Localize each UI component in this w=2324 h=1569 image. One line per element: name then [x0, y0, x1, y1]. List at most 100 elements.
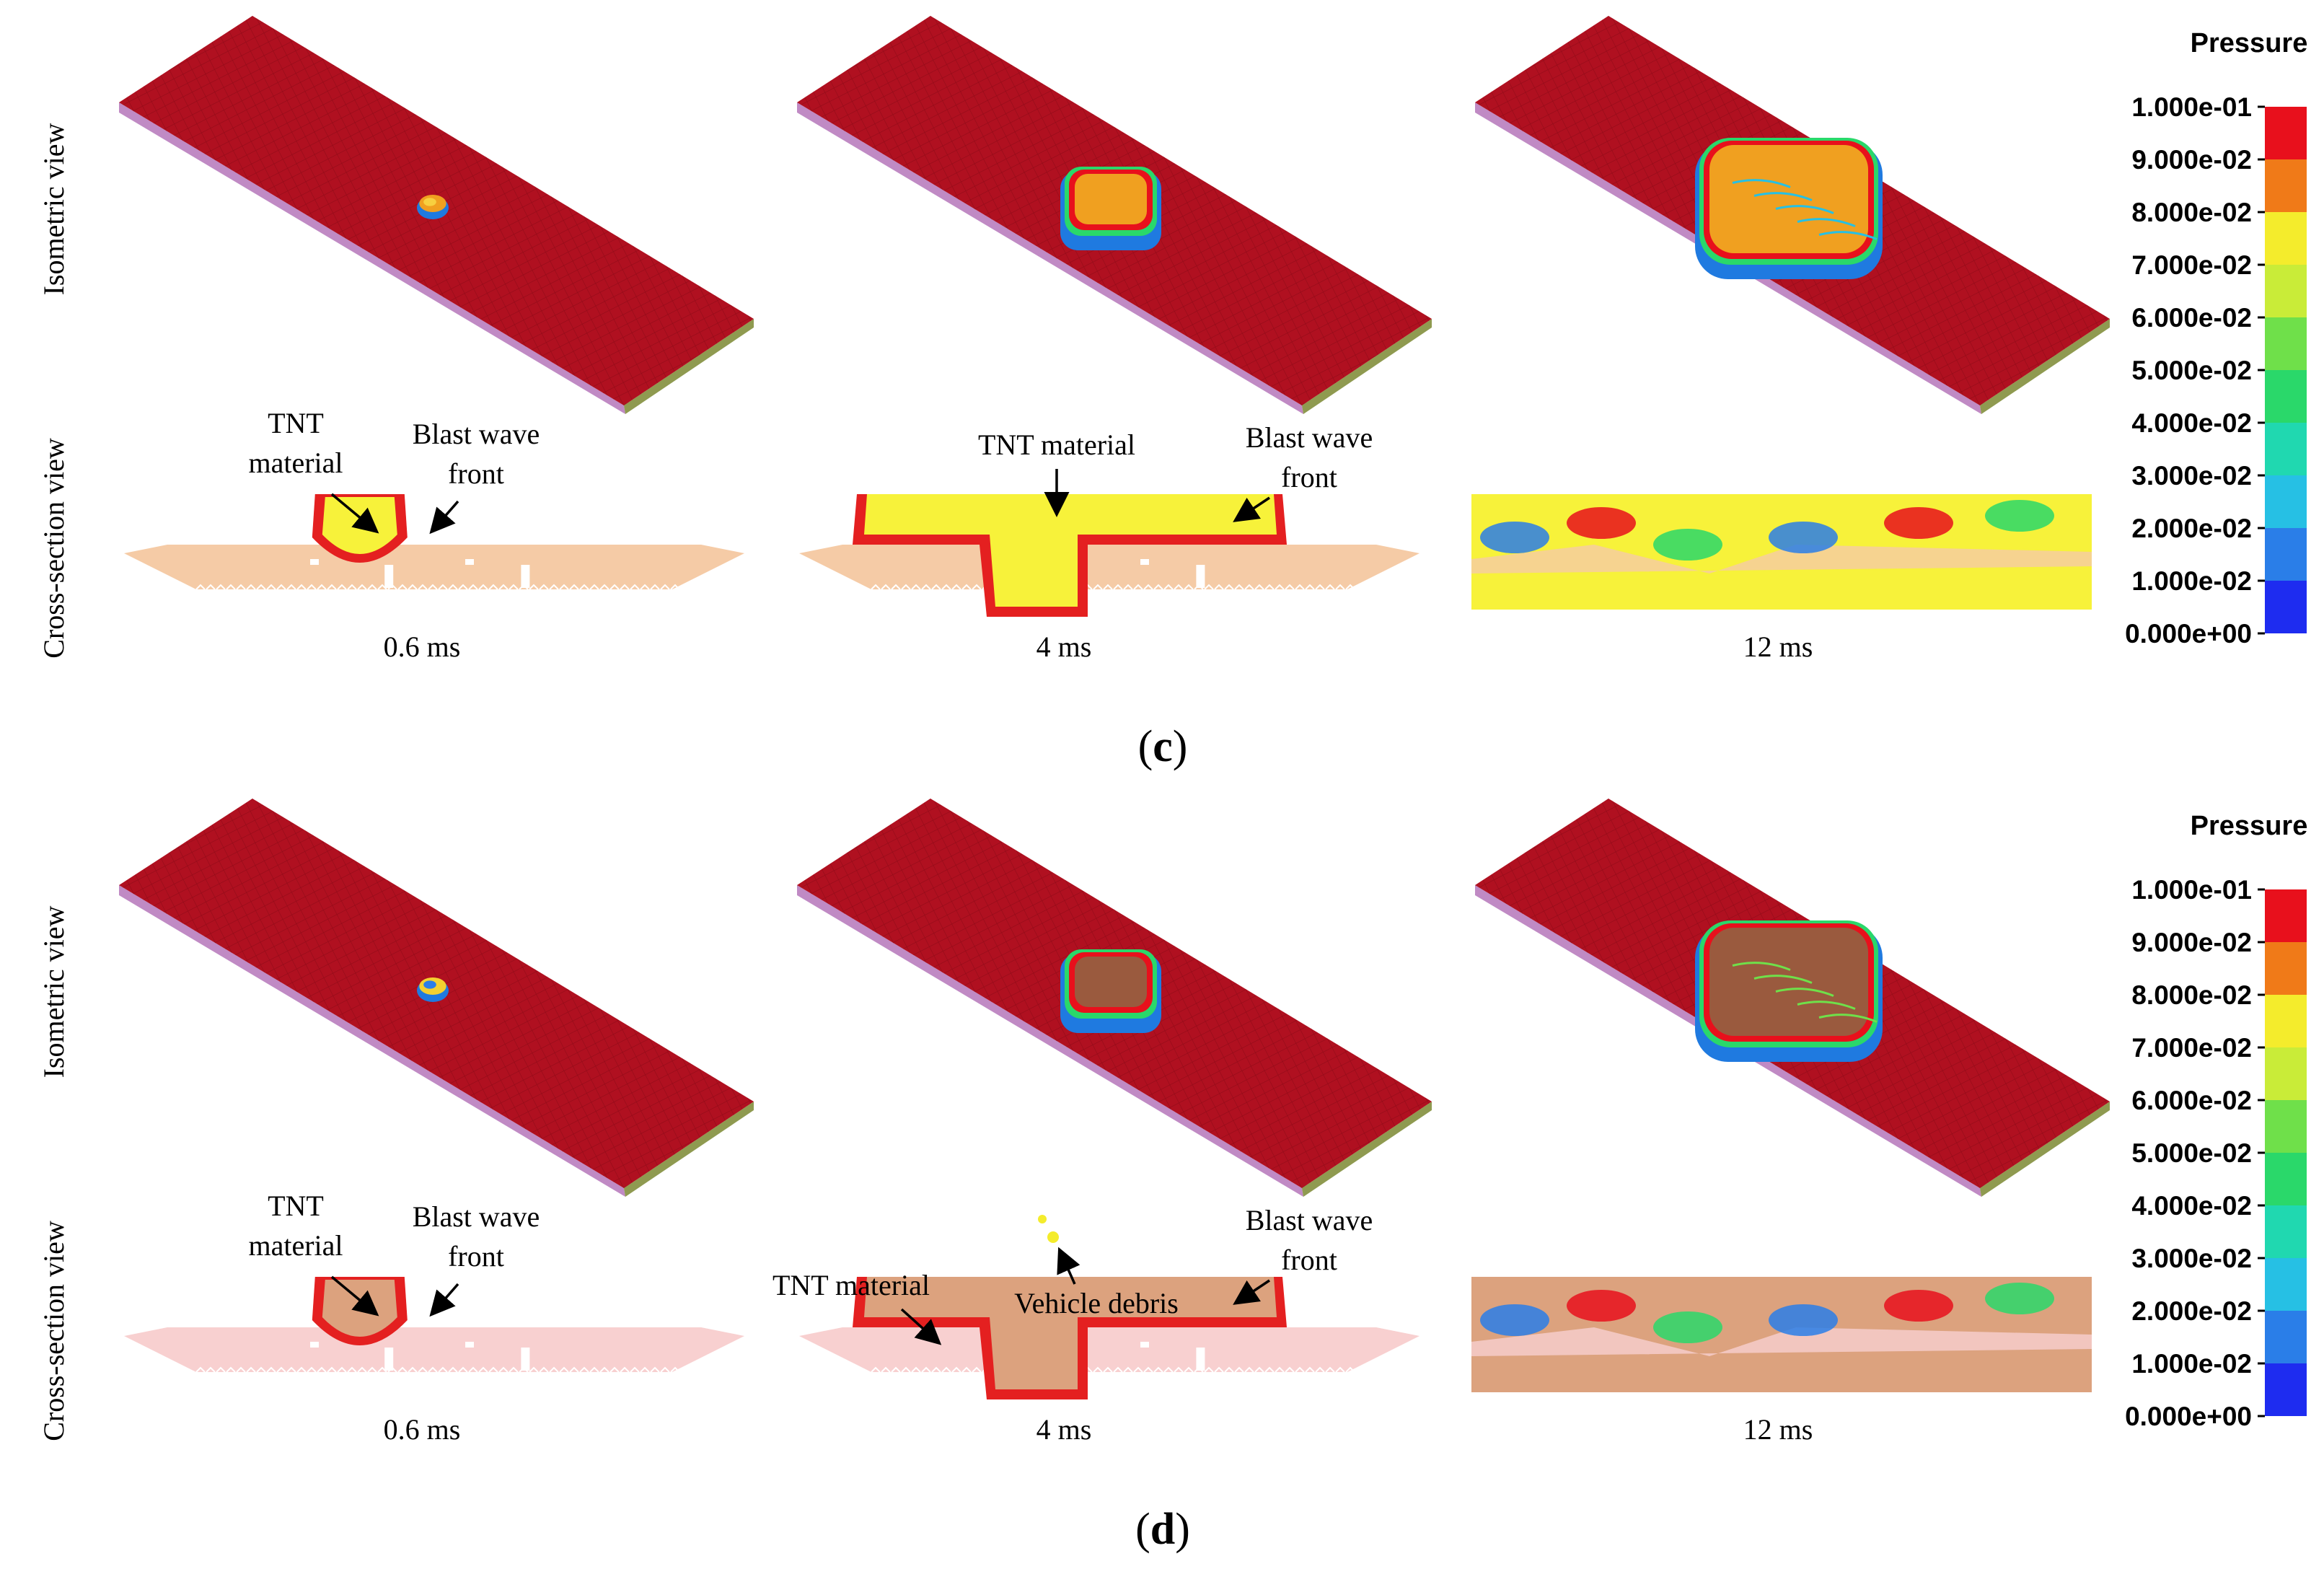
colorbar-swatch [2265, 581, 2307, 633]
colorbar-tick-label: 1.000e-01 [2131, 92, 2252, 122]
pressure-blob [1985, 500, 2054, 532]
annotation-tnt-mid: TNT material [773, 1269, 930, 1301]
colorbar-tick-label: 8.000e-02 [2131, 980, 2252, 1010]
colorbar-swatch [2265, 1153, 2307, 1205]
blast-streak [1775, 205, 1834, 214]
annotation-blast-wave-mid: front [1281, 461, 1337, 493]
plate-side-edge [119, 885, 625, 1197]
debris-fragment [1047, 1231, 1059, 1243]
time-label: 0.6 ms [384, 1413, 461, 1446]
pressure-blob [1653, 1311, 1722, 1343]
annotation-tnt-mid: TNT material [978, 428, 1135, 461]
colorbar-tick-label: 3.000e-02 [2131, 461, 2252, 491]
blast-core [1709, 928, 1868, 1036]
pressure-blob [1884, 1290, 1953, 1322]
blast-core [1075, 957, 1147, 1007]
time-label: 12 ms [1743, 630, 1813, 663]
colorbar-tick-label: 2.000e-02 [2131, 514, 2252, 543]
colorbar-swatch [2265, 1100, 2307, 1153]
row-label-isometric: Isometric view [38, 123, 70, 295]
hull-cutout [1196, 1348, 1205, 1371]
annotation-blast-wave: Blast wave [413, 418, 540, 450]
cross-section-1 [799, 1277, 1420, 1399]
hull-cross-section [799, 1327, 1420, 1373]
colorbar-tick-label: 5.000e-02 [2131, 356, 2252, 385]
arrow-tnt [330, 1275, 379, 1317]
colorbar-tick-label: 9.000e-02 [2131, 928, 2252, 957]
pressure-blob [1769, 1304, 1838, 1336]
tnt-gas [864, 1277, 1277, 1389]
blast-crater [1060, 949, 1161, 1033]
colorbar-tick-label: 9.000e-02 [2131, 145, 2252, 175]
hull-cutout [465, 559, 474, 565]
time-label: 12 ms [1743, 1413, 1813, 1446]
blast-core [1075, 174, 1147, 224]
blast-crater [1060, 167, 1161, 250]
blast-streak [1753, 192, 1813, 201]
hull-cutout [521, 1348, 530, 1371]
blast-streak [1797, 1001, 1856, 1010]
pressure-blob [1567, 1290, 1636, 1322]
colorbar-tick-label: 6.000e-02 [2131, 1086, 2252, 1115]
pressure-blob [1653, 529, 1722, 561]
caption-open: ( [1138, 722, 1153, 771]
hull-cross-section [799, 545, 1420, 590]
plate-end-edge [1302, 1102, 1432, 1197]
colorbar-tick-label: 4.000e-02 [2131, 408, 2252, 438]
colorbar-tick-label: 8.000e-02 [2131, 198, 2252, 227]
colorbar-swatch [2265, 1205, 2307, 1258]
blast-streak [1753, 975, 1813, 984]
blast-streak [1732, 962, 1791, 971]
time-label: 4 ms [1036, 630, 1092, 663]
hull-fragments [1471, 1327, 2092, 1356]
blast-streak [1818, 1014, 1878, 1023]
caption-open: ( [1135, 1505, 1150, 1554]
colorbar-swatch [2265, 942, 2307, 995]
cross-section-0 [124, 1277, 744, 1373]
row-label-cross-section: Cross-section view [38, 438, 70, 659]
annotation-blast-wave: front [448, 1240, 504, 1273]
hull-cross-section [124, 545, 744, 590]
blast-crater [1695, 138, 1883, 279]
colorbar-swatch [2265, 1047, 2307, 1100]
colorbar-swatch [2265, 265, 2307, 317]
blast-streak [1732, 179, 1791, 188]
colorbar-swatch [2265, 423, 2307, 475]
time-label: 0.6 ms [384, 630, 461, 663]
row-label-isometric: Isometric view [38, 905, 70, 1078]
plate-end-edge [1980, 319, 2110, 414]
hull-cutout [1196, 565, 1205, 588]
row-label-cross-section: Cross-section view [38, 1221, 70, 1441]
panel-caption: (d) [1135, 1505, 1190, 1554]
colorbar: Pressure1.000e-019.000e-028.000e-027.000… [2125, 811, 2307, 1431]
hull-cutout [310, 1342, 319, 1348]
hull-body [124, 1327, 744, 1372]
pressure-blob [1884, 507, 1953, 539]
pressure-blob [1567, 507, 1636, 539]
caption-close: ) [1175, 1505, 1190, 1554]
cross-section-2 [1471, 494, 2092, 610]
annotation-tnt: TNT [268, 407, 324, 439]
annotation-tnt: material [248, 1229, 343, 1262]
plate-end-edge [1980, 1102, 2110, 1197]
colorbar-tick-label: 0.000e+00 [2125, 1402, 2252, 1431]
colorbar-tick-label: 7.000e-02 [2131, 250, 2252, 280]
pressure-blob [1985, 1283, 2054, 1314]
colorbar-swatch [2265, 159, 2307, 212]
blast-streak [1818, 231, 1878, 240]
blast-core [1709, 145, 1868, 253]
cross-section-0 [124, 494, 744, 590]
colorbar-tick-label: 7.000e-02 [2131, 1033, 2252, 1063]
pressure-blob [1480, 522, 1549, 553]
hull-body [124, 545, 744, 589]
blast-crater [417, 195, 449, 219]
blast-core-highlight [423, 980, 436, 989]
hull-cutout [521, 565, 530, 588]
arrow-tnt [330, 493, 379, 534]
hull-cross-section [124, 1327, 744, 1373]
colorbar-swatch [2265, 475, 2307, 528]
annotation-blast-wave: Blast wave [413, 1200, 540, 1233]
plate-end-edge [1302, 319, 1432, 414]
